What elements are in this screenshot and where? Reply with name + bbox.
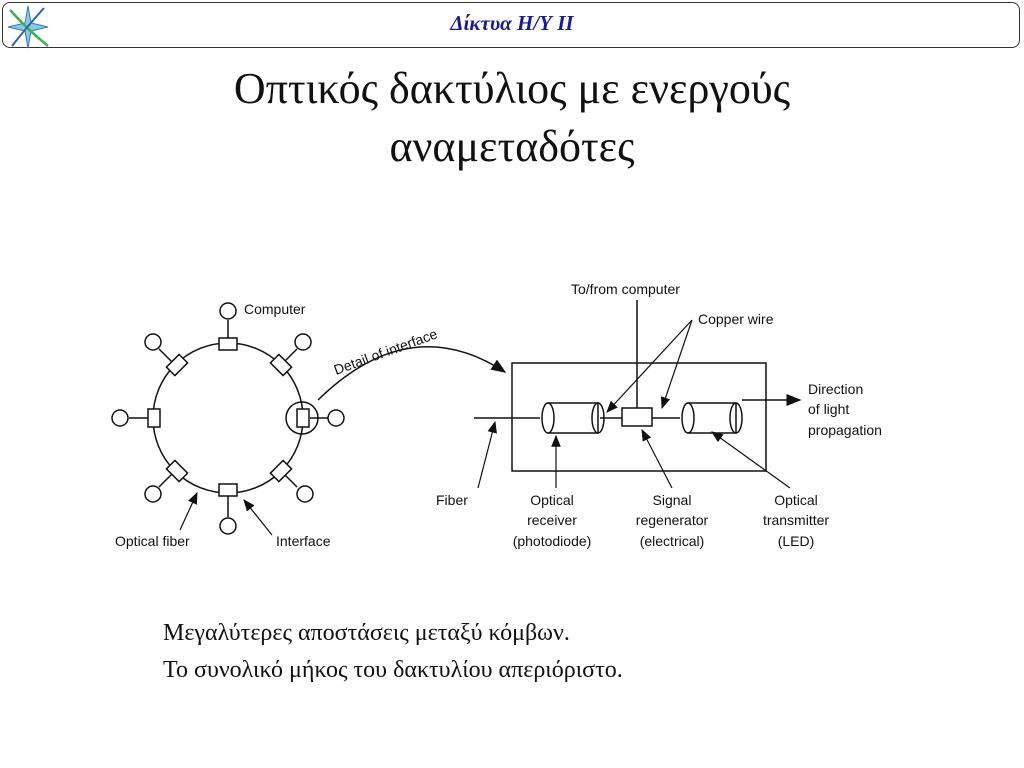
label-optical-receiver: (photodiode) [513,533,592,549]
body-line: Το συνολικό μήκος του δακτυλίου απεριόρι… [163,657,623,683]
label-optical-receiver: receiver [527,512,577,528]
label-signal-regenerator: regenerator [636,512,709,528]
computer-node [327,409,345,427]
computer-node [219,302,237,320]
label-optical-transmitter: Optical [774,492,818,508]
label-interface: Interface [276,533,331,549]
body-text: Μεγαλύτερες αποστάσεις μεταξύ κόμβων. Το… [163,615,923,689]
interface-node [218,483,238,497]
label-computer: Computer [244,301,306,317]
slide-title: Οπτικός δακτύλιος με ενεργούς αναμεταδότ… [0,60,1024,176]
optical-receiver [547,402,599,434]
interface-node [269,459,293,483]
computer-node [144,485,162,503]
interface-node [147,408,161,428]
header-bar [2,2,1020,48]
label-direction: Direction [808,381,863,397]
label-signal-regenerator: Signal [653,492,692,508]
label-optical-receiver: Optical [530,492,574,508]
interface-node [218,337,238,351]
interface-node [269,353,293,377]
header-title: Δίκτυα Η/Υ ΙΙ [450,11,574,35]
label-direction: propagation [808,422,882,438]
label-optical-transmitter: (LED) [778,533,815,549]
interface-node [296,408,310,428]
detail-arrow [317,345,507,401]
computer-node [219,517,237,535]
optical-ring-diagram: Computer Detail of interface Optical fib… [111,281,882,549]
label-detail: Detail of interface [332,325,440,377]
computer-node [111,409,129,427]
optical-transmitter [687,402,737,434]
detail-highlight [285,401,319,435]
label-direction: of light [808,401,849,417]
slide-title-line: Οπτικός δακτύλιος με ενεργούς [233,64,791,113]
computer-node [144,333,162,351]
label-to-from-computer: To/from computer [571,281,680,297]
interface-box [511,362,767,472]
body-line: Μεγαλύτερες αποστάσεις μεταξύ κόμβων. [163,620,570,646]
label-signal-regenerator: (electrical) [640,533,705,549]
label-copper-wire: Copper wire [698,311,774,327]
computer-node [294,333,312,351]
label-optical-transmitter: transmitter [763,512,829,528]
signal-regenerator [621,407,653,427]
star-logo-icon [7,5,49,49]
interface-node [165,459,189,483]
slide-title-line: αναμεταδότες [389,122,635,171]
label-optical-fiber: Optical fiber [115,533,190,549]
computer-node [296,485,314,503]
label-fiber: Fiber [436,492,468,508]
interface-node [165,353,189,377]
